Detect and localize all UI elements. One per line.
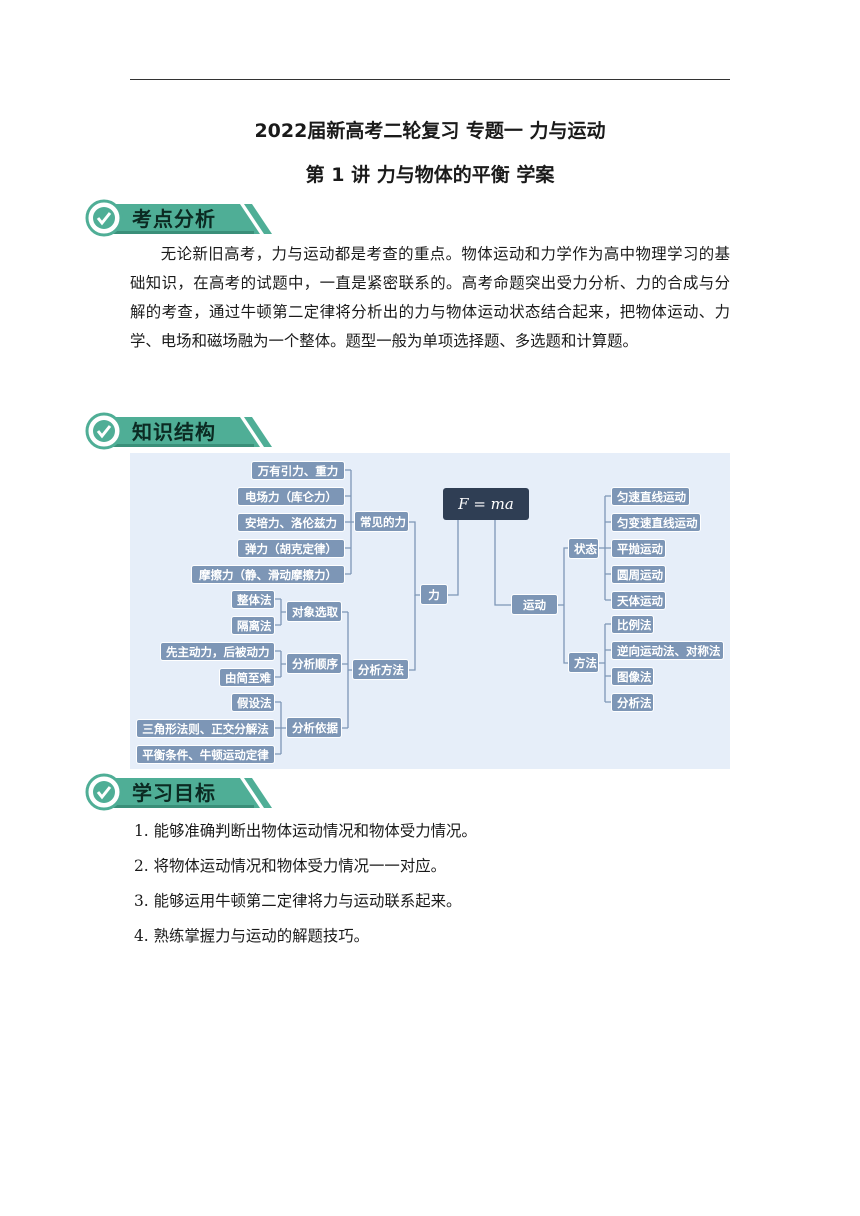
node-object-selection: 对象选取 <box>286 601 342 622</box>
check-circle-icon <box>85 199 272 237</box>
goal-item: 4. 熟练掌握力与运动的解题技巧。 <box>134 927 370 945</box>
node-order-active: 先主动力，后被动力 <box>160 642 275 661</box>
node-ratio-method: 比例法 <box>611 615 654 634</box>
node-analysis-order: 分析顺序 <box>286 653 342 674</box>
node-analysis-way: 分析法 <box>611 693 654 712</box>
knowledge-mindmap: 万有引力、重力 电场力（库仑力） 安培力、洛伦兹力 弹力（胡克定律） 摩擦力（静… <box>130 453 730 769</box>
goal-item: 2. 将物体运动情况和物体受力情况一一对应。 <box>134 857 446 875</box>
node-method: 方法 <box>568 652 599 673</box>
node-uniformly-accel: 匀变速直线运动 <box>611 513 701 532</box>
mindmap-connectors <box>275 469 611 755</box>
check-circle-icon <box>85 412 272 450</box>
node-celestial: 天体运动 <box>611 591 666 610</box>
node-hypothesis: 假设法 <box>231 693 275 712</box>
node-force-elastic: 弹力（胡克定律） <box>237 539 345 558</box>
node-analysis-basis: 分析依据 <box>286 717 342 738</box>
goal-item: 1. 能够准确判断出物体运动情况和物体受力情况。 <box>134 822 477 840</box>
node-projectile: 平抛运动 <box>611 539 666 558</box>
analysis-paragraph: 无论新旧高考，力与运动都是考查的重点。物体运动和力学作为高中物理学习的基础知识，… <box>130 245 730 350</box>
node-force: 力 <box>420 584 448 605</box>
node-whole-method: 整体法 <box>231 590 275 609</box>
node-equilibrium: 平衡条件、牛顿运动定律 <box>136 745 275 764</box>
section-label: 知识结构 <box>132 420 216 444</box>
section-label: 考点分析 <box>132 207 216 231</box>
doc-subtitle: 第 1 讲 力与物体的平衡 学案 <box>305 164 555 186</box>
section-banner-zhishi: 知识结构 <box>84 411 274 451</box>
header-rule <box>130 79 730 80</box>
section-label: 学习目标 <box>132 781 216 805</box>
node-force-gravity: 万有引力、重力 <box>251 461 345 480</box>
node-force-magnetic: 安培力、洛伦兹力 <box>237 513 345 532</box>
node-state: 状态 <box>568 538 599 559</box>
node-reverse-method: 逆向运动法、对称法 <box>611 641 724 660</box>
node-order-simple: 由简至难 <box>219 668 275 687</box>
goal-item: 3. 能够运用牛顿第二定律将力与运动联系起来。 <box>134 892 462 910</box>
doc-title: 2022届新高考二轮复习 专题一 力与运动 <box>254 120 606 142</box>
node-force-electric: 电场力（库仑力） <box>237 487 345 506</box>
node-analysis-method: 分析方法 <box>352 659 409 680</box>
check-circle-icon <box>85 773 272 811</box>
node-common-forces: 常见的力 <box>354 511 409 532</box>
node-circular: 圆周运动 <box>611 565 666 584</box>
node-isolation-method: 隔离法 <box>231 616 275 635</box>
node-motion: 运动 <box>511 594 558 615</box>
section-banner-kaodian: 考点分析 <box>84 198 274 238</box>
node-triangle-rule: 三角形法则、正交分解法 <box>136 719 275 738</box>
node-uniform-linear: 匀速直线运动 <box>611 487 690 506</box>
node-graph-method: 图像法 <box>611 667 654 686</box>
goals-list: 1. 能够准确判断出物体运动情况和物体受力情况。 2. 将物体运动情况和物体受力… <box>134 818 477 958</box>
section-banner-xuexi: 学习目标 <box>84 772 274 812</box>
node-force-friction: 摩擦力（静、滑动摩擦力） <box>191 565 345 584</box>
node-center-formula: F = ma <box>443 488 529 520</box>
